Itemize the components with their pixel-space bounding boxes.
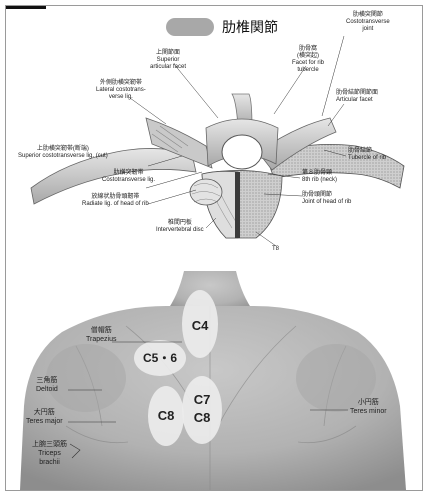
segment-c8-left: C8: [152, 408, 180, 424]
segment-c7: C7: [188, 392, 216, 408]
label-deltoid: 三角筋 Deltoid: [36, 376, 58, 394]
label-trapezius: 僧帽筋 Trapezius: [86, 326, 116, 344]
figure-frame: 肋椎関節: [5, 5, 423, 491]
label-triceps-brachii: 上腕三頭筋 Triceps brachii: [32, 440, 67, 467]
segment-c5-6: C5・6: [136, 350, 184, 366]
segment-c8-right: C8: [188, 410, 216, 426]
label-teres-minor: 小円筋 Teres minor: [350, 398, 387, 416]
segment-c4: C4: [187, 318, 213, 334]
label-teres-major: 大円筋 Teres major: [26, 408, 63, 426]
